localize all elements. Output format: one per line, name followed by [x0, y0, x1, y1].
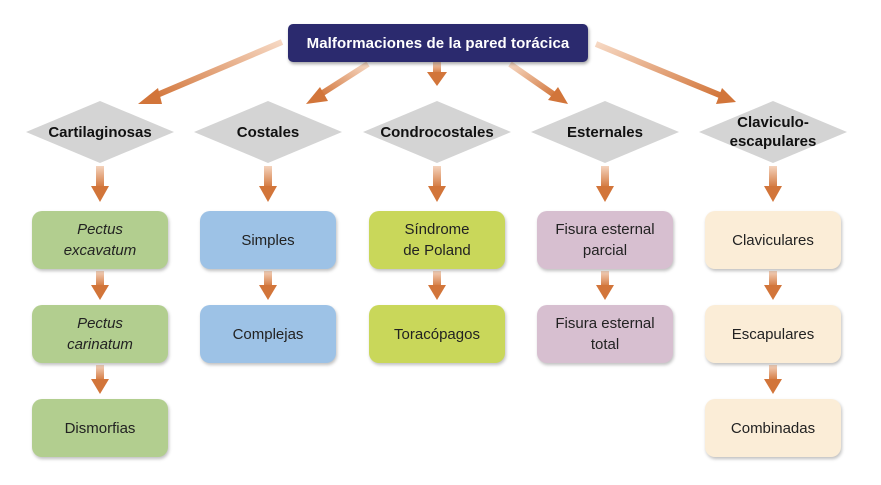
root-arrow-esternales: [508, 61, 568, 104]
arrow-costales-2: [259, 271, 277, 300]
node-escapulares: Escapulares: [705, 305, 841, 363]
category-label: Claviculo- escapulares: [729, 114, 817, 150]
arrow-claviculo-1: [764, 166, 782, 202]
category-label: Cartilaginosas: [48, 123, 152, 141]
node-complejas: Complejas: [200, 305, 336, 363]
category-label: Condrocostales: [380, 123, 494, 141]
arrow-esternales-2: [596, 271, 614, 300]
root-label: Malformaciones de la pared torácica: [306, 34, 570, 52]
arrow-condrocostales-1: [428, 166, 446, 202]
arrow-cartilaginosas-2: [91, 271, 109, 300]
root-arrow-costales: [306, 61, 370, 104]
arrow-cartilaginosas-3: [91, 365, 109, 394]
root-arrow-condrocostales: [427, 62, 447, 86]
category-label: Costales: [236, 123, 300, 141]
category-claviculo-escapulares: Claviculo- escapulares: [698, 100, 848, 164]
root-arrow-cartilaginosas: [138, 39, 284, 104]
node-combinadas: Combinadas: [705, 399, 841, 457]
arrow-costales-1: [259, 166, 277, 202]
category-label: Esternales: [567, 123, 643, 141]
category-esternales: Esternales: [530, 100, 680, 164]
node-dismorfias: Dismorfias: [32, 399, 168, 457]
category-costales: Costales: [193, 100, 343, 164]
category-cartilaginosas: Cartilaginosas: [25, 100, 175, 164]
node-toracopagos: Toracópagos: [369, 305, 505, 363]
arrow-esternales-1: [596, 166, 614, 202]
root-node: Malformaciones de la pared torácica: [288, 24, 588, 62]
arrow-cartilaginosas-1: [91, 166, 109, 202]
root-arrow-claviculo: [594, 41, 736, 104]
category-condrocostales: Condrocostales: [362, 100, 512, 164]
arrow-claviculo-3: [764, 365, 782, 394]
arrow-condrocostales-2: [428, 271, 446, 300]
node-claviculares: Claviculares: [705, 211, 841, 269]
arrow-claviculo-2: [764, 271, 782, 300]
node-simples: Simples: [200, 211, 336, 269]
